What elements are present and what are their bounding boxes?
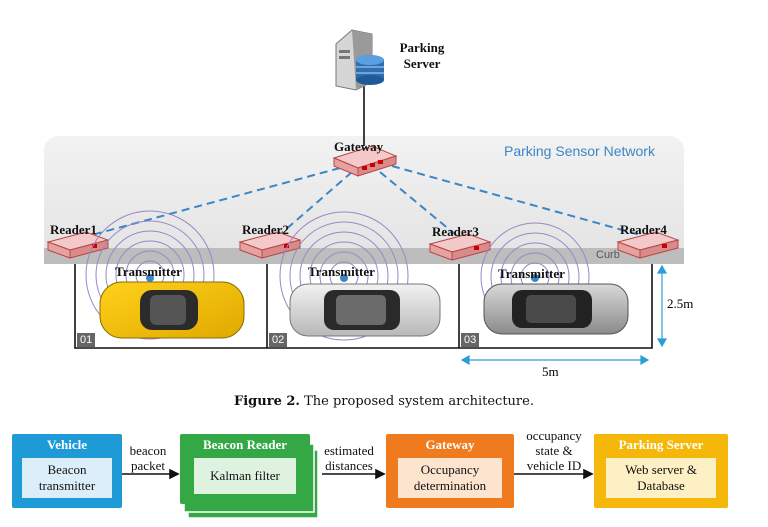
server-label: Parking Server: [399, 40, 445, 71]
dimension-arrows: [460, 264, 668, 366]
transmitter-label-1: Transmitter: [115, 264, 182, 279]
flow-vehicle-inner: Beacon transmitter: [22, 458, 112, 498]
reader-label-3: Reader3: [432, 224, 479, 239]
parking-slots: [74, 264, 653, 349]
architecture-illustration: [44, 29, 684, 366]
flow-server-box: Parking Server Web server & Database: [594, 434, 728, 508]
reader-device-icons: [46, 231, 680, 261]
reader-label-2: Reader2: [242, 222, 289, 237]
curb: [44, 248, 684, 264]
flow-gateway-title: Gateway: [425, 437, 475, 452]
sensor-network-area: [44, 136, 684, 264]
transmitter-label-3: Transmitter: [498, 266, 565, 281]
flow-gateway-box: Gateway Occupancy determination: [386, 434, 514, 508]
gateway-device-icon: [332, 145, 398, 177]
car-yellow: [99, 281, 245, 339]
reader-label-1: Reader1: [50, 222, 97, 237]
slot-number-2: 02: [269, 333, 288, 347]
flow-server-inner: Web server & Database: [606, 458, 716, 498]
network-label: Parking Sensor Network: [504, 143, 655, 159]
car-grey: [483, 283, 629, 335]
dashed-links: [87, 165, 645, 241]
slot-width-label: 5m: [542, 364, 559, 379]
flow-server-title: Parking Server: [618, 437, 704, 452]
flow-vehicle-box: Vehicle Beacon transmitter: [12, 434, 122, 508]
flow-vehicle-title: Vehicle: [47, 437, 87, 452]
edge-label-occupancy-state: occupancy state & vehicle ID: [526, 428, 582, 473]
server-icon: [335, 29, 384, 91]
flow-gateway-inner: Occupancy determination: [398, 458, 502, 498]
figure-number: Figure 2.: [234, 394, 300, 409]
figure-caption: Figure 2. The proposed system architectu…: [0, 394, 768, 409]
car-silver: [289, 283, 441, 337]
slot-depth-label: 2.5m: [667, 296, 694, 311]
transmitter-dots: [146, 274, 539, 282]
transmitter-label-2: Transmitter: [308, 264, 375, 279]
edge-label-beacon-packet: beacon packet: [129, 443, 167, 473]
gateway-label: Gateway: [334, 139, 384, 154]
flow-reader-box: Beacon Reader Kalman filter: [180, 434, 310, 504]
edge-label-estimated-distances: estimated distances: [324, 443, 374, 473]
slot-number-1: 01: [77, 333, 96, 347]
figure-text: The proposed system architecture.: [304, 394, 534, 409]
curb-label: Curb: [596, 249, 620, 261]
flow-reader-title: Beacon Reader: [202, 437, 288, 452]
flow-reader-inner: Kalman filter: [194, 458, 296, 494]
reader-label-4: Reader4: [620, 222, 667, 237]
slot-number-3: 03: [461, 333, 480, 347]
